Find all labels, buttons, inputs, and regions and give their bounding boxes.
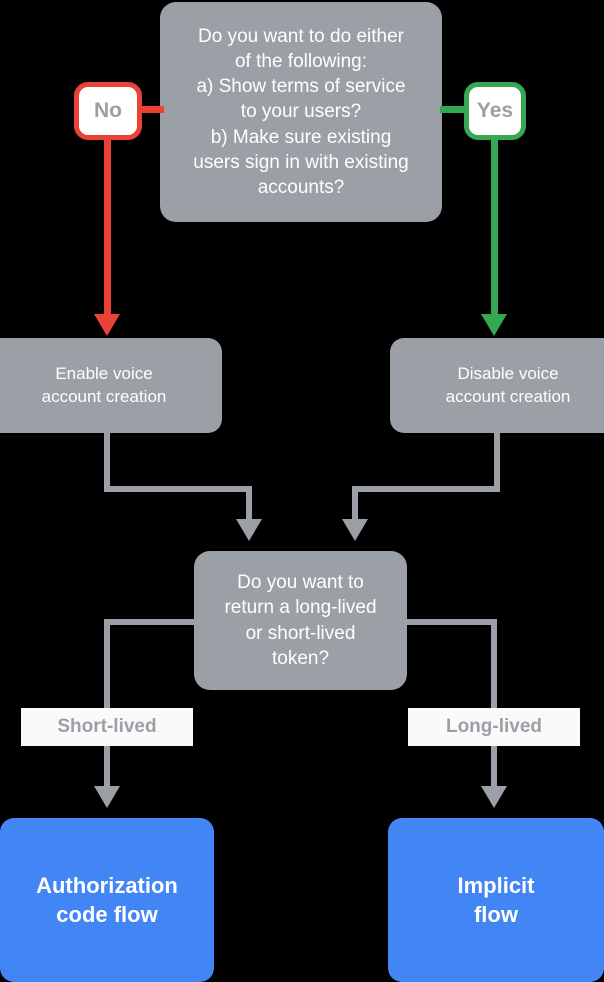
edge-no-arrowhead xyxy=(94,314,120,336)
edge-long-lived-horizontal xyxy=(402,619,494,625)
process-node-enable-voice-account-creation: Enable voice account creation xyxy=(0,338,222,433)
edge-short-lived-horizontal xyxy=(107,619,199,625)
edge-label-long-lived: Long-lived xyxy=(408,708,580,746)
edge-label-short-lived: Short-lived xyxy=(21,708,193,746)
branch-badge-yes[interactable]: Yes xyxy=(464,82,526,140)
branch-badge-yes-label: Yes xyxy=(476,99,514,122)
edge-disable-horizontal xyxy=(352,486,500,492)
edge-yes-arrowhead xyxy=(481,314,507,336)
edge-yes-horizontal-stub xyxy=(440,106,468,113)
process-node-disable-voice-account-creation: Disable voice account creation xyxy=(390,338,604,433)
edge-enable-vertical-down xyxy=(104,433,110,492)
edge-disable-vertical-down xyxy=(494,433,500,492)
edge-disable-vertical-into-token xyxy=(352,486,358,521)
branch-badge-no-label: No xyxy=(94,99,122,122)
decision-node-terms-of-service: Do you want to do either of the followin… xyxy=(160,2,442,222)
branch-badge-no[interactable]: No xyxy=(74,82,142,140)
edge-enable-arrowhead xyxy=(236,519,262,541)
edge-enable-horizontal xyxy=(104,486,252,492)
edge-no-vertical-line xyxy=(104,138,111,316)
edge-long-lived-arrowhead xyxy=(481,786,507,808)
decision-node-token-lifetime: Do you want to return a long-lived or sh… xyxy=(194,551,407,690)
edge-yes-vertical-line xyxy=(491,138,498,316)
terminal-node-authorization-code-flow: Authorization code flow xyxy=(0,818,214,982)
terminal-node-implicit-flow: Implicit flow xyxy=(388,818,604,982)
edge-short-lived-arrowhead xyxy=(94,786,120,808)
edge-disable-arrowhead xyxy=(342,519,368,541)
edge-enable-vertical-into-token xyxy=(246,486,252,521)
edge-no-horizontal-stub xyxy=(138,106,164,113)
